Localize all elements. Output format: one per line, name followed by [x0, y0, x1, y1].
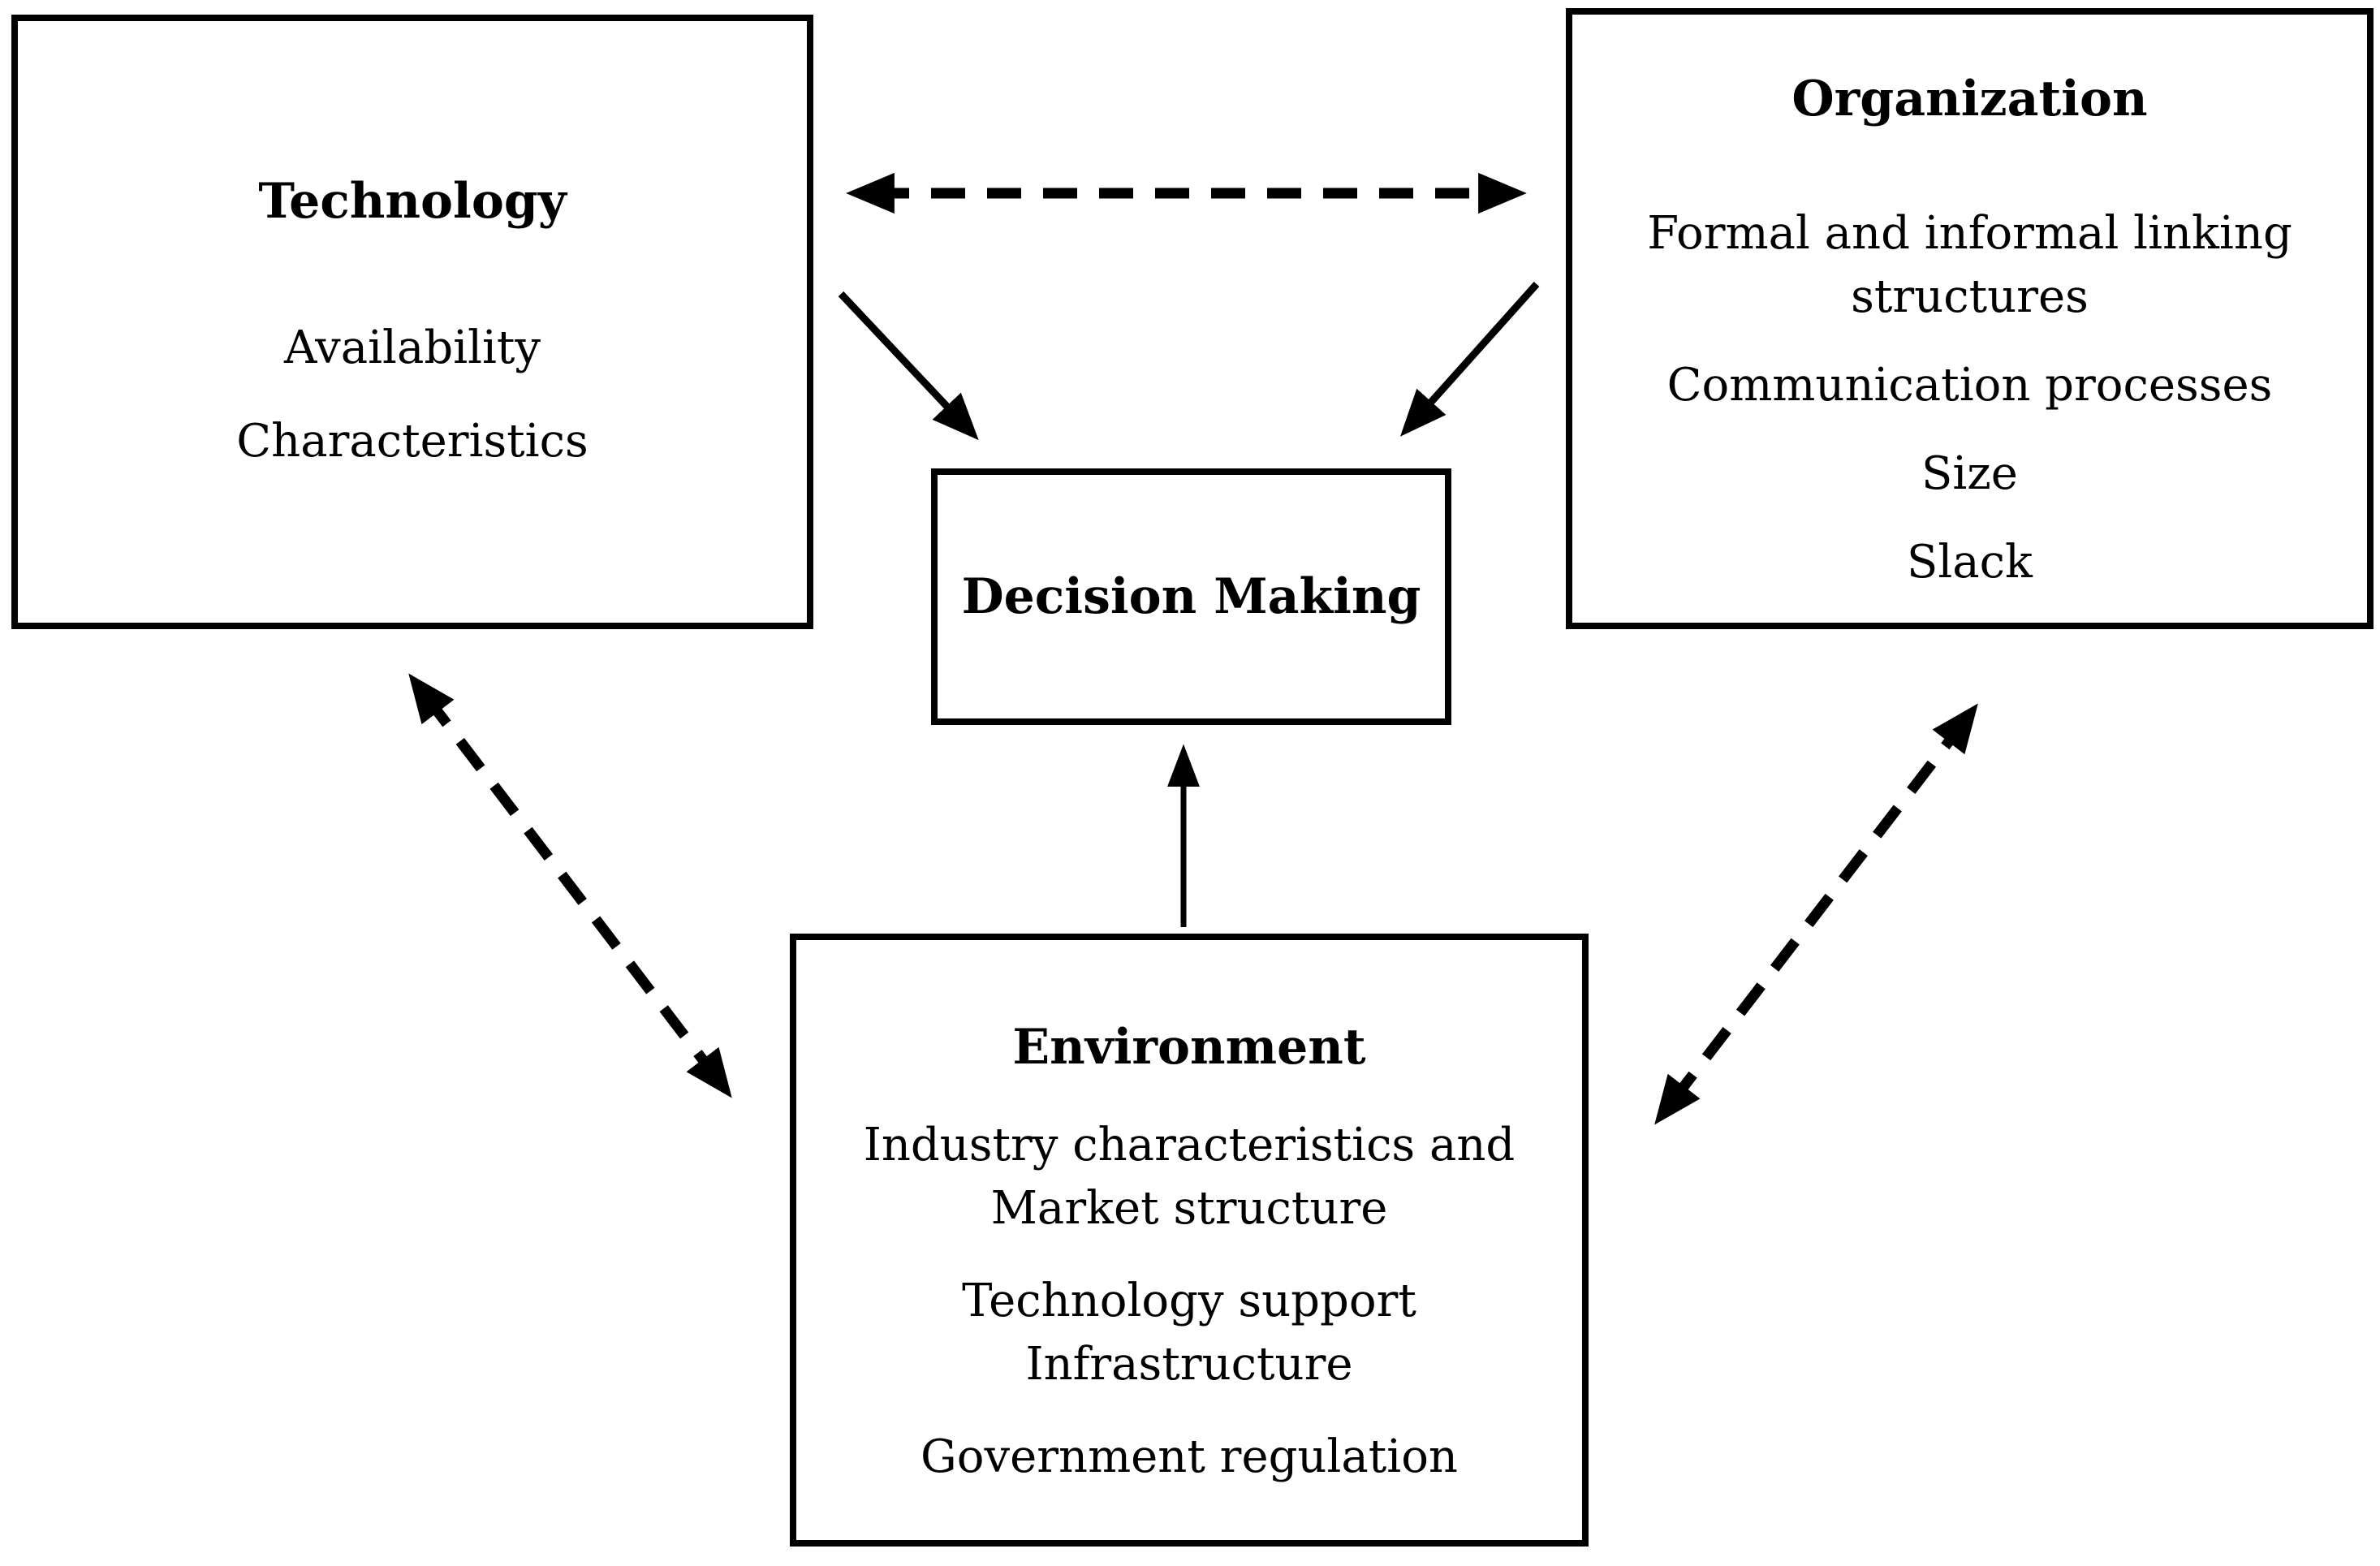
decision-making-title: Decision Making	[961, 568, 1421, 625]
environment-box: Environment Industry characteristics and…	[790, 934, 1589, 1547]
organization-item-communication-processes: Communication processes	[1666, 359, 2273, 412]
org-env-dashed-arrow	[1654, 703, 1978, 1125]
environment-item-industry-market: Industry characteristics and Market stru…	[863, 1119, 1516, 1235]
technology-item-characteristics: Characteristics	[236, 415, 589, 468]
technology-title: Technology	[258, 173, 567, 230]
environment-title: Environment	[1012, 1019, 1366, 1076]
tech-decision-arrow	[838, 291, 979, 441]
org-decision-arrow	[1399, 281, 1540, 437]
organization-title: Organization	[1791, 71, 2148, 127]
technology-item-availability: Availability	[283, 321, 541, 374]
technology-box: Technology Availability Characteristics	[11, 15, 813, 629]
environment-item-government-regulation: Government regulation	[921, 1430, 1458, 1483]
decision-making-box: Decision Making	[931, 468, 1451, 725]
organization-item-slack: Slack	[1907, 536, 2033, 589]
tech-env-dashed-arrow	[408, 673, 732, 1098]
organization-item-size: Size	[1921, 447, 2018, 500]
organization-item-linking-structures: Formal and informal linking structures	[1647, 207, 2292, 323]
organization-box: Organization Formal and informal linking…	[1566, 8, 2374, 629]
environment-item-technology-support: Technology support Infrastructure	[962, 1275, 1416, 1391]
